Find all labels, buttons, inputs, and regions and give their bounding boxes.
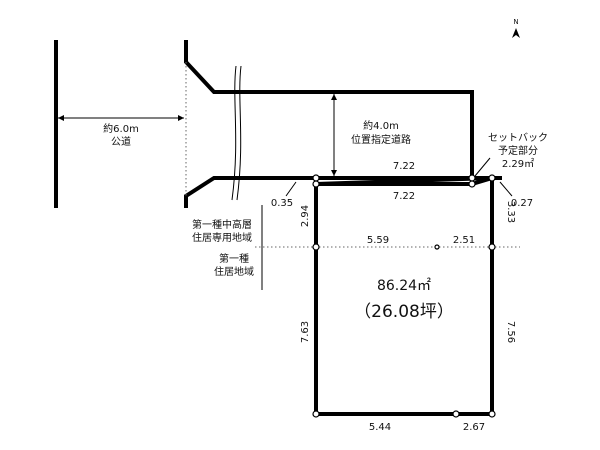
arrow-down <box>331 170 337 176</box>
dim-left-lower: 7.63 <box>300 321 311 343</box>
setback-area: 2.29㎡ <box>502 158 534 170</box>
dim-bottom-right: 2.67 <box>463 422 485 433</box>
dim-top-outer: 7.22 <box>393 161 415 172</box>
setback-sublabel: 予定部分 <box>498 144 538 157</box>
public-road-width: 約6.0m <box>103 122 139 135</box>
node-top-right <box>488 174 496 182</box>
setback-leader-line <box>474 157 491 177</box>
arrow-left <box>58 115 64 121</box>
arrow-right <box>178 115 184 121</box>
lot-boundary <box>314 175 494 416</box>
dim-zone-right: 2.51 <box>453 235 475 246</box>
public-road-name: 公道 <box>111 135 131 148</box>
node-zone-right <box>488 243 496 251</box>
break-line-1 <box>231 65 237 201</box>
designated-road-width: 約4.0m <box>363 119 399 132</box>
zone-lower-line1: 第一種 <box>219 252 249 265</box>
designated-road-name: 位置指定道路 <box>351 133 411 146</box>
dim-zone-left: 5.59 <box>367 235 389 246</box>
north-arrow-icon: N <box>512 18 520 38</box>
dim-small-right: 0.27 <box>511 198 533 209</box>
dim-top-inner: 7.22 <box>393 191 415 202</box>
node-top-setback-outer <box>468 174 476 182</box>
dim-left-upper: 2.94 <box>300 205 311 227</box>
break-line-2 <box>236 65 242 201</box>
arrow-up <box>331 94 337 100</box>
designated-road-top-edge <box>184 40 474 178</box>
dim-right-lower: 7.56 <box>505 321 516 343</box>
lot-area-tsubo: （26.08坪） <box>354 302 454 322</box>
node-top-setback <box>468 180 476 188</box>
zone-upper-line2: 住居専用地域 <box>192 231 252 244</box>
leader-small-right <box>499 181 513 197</box>
dim-small-left: 0.35 <box>271 198 293 209</box>
zone-upper-line1: 第一種中高層 <box>192 218 252 231</box>
node-zone-mid <box>434 244 440 250</box>
north-label: N <box>513 18 518 26</box>
node-bottom-mid <box>452 410 460 418</box>
node-top-left-outer <box>312 174 320 182</box>
dim-right-upper: 3.33 <box>505 201 516 223</box>
node-zone-left <box>312 243 320 251</box>
setback-label: セットバック <box>488 132 548 144</box>
designated-road-bottom-edge <box>184 176 502 208</box>
node-bottom-right <box>488 410 496 418</box>
node-top-left <box>312 180 320 188</box>
zone-lower-line2: 住居地域 <box>214 265 254 278</box>
north-arrow-head <box>512 28 520 38</box>
dim-bottom-left: 5.44 <box>369 422 391 433</box>
lot-area-sqm: 86.24㎡ <box>377 278 431 294</box>
node-bottom-left <box>312 410 320 418</box>
leader-small-left <box>285 181 297 197</box>
